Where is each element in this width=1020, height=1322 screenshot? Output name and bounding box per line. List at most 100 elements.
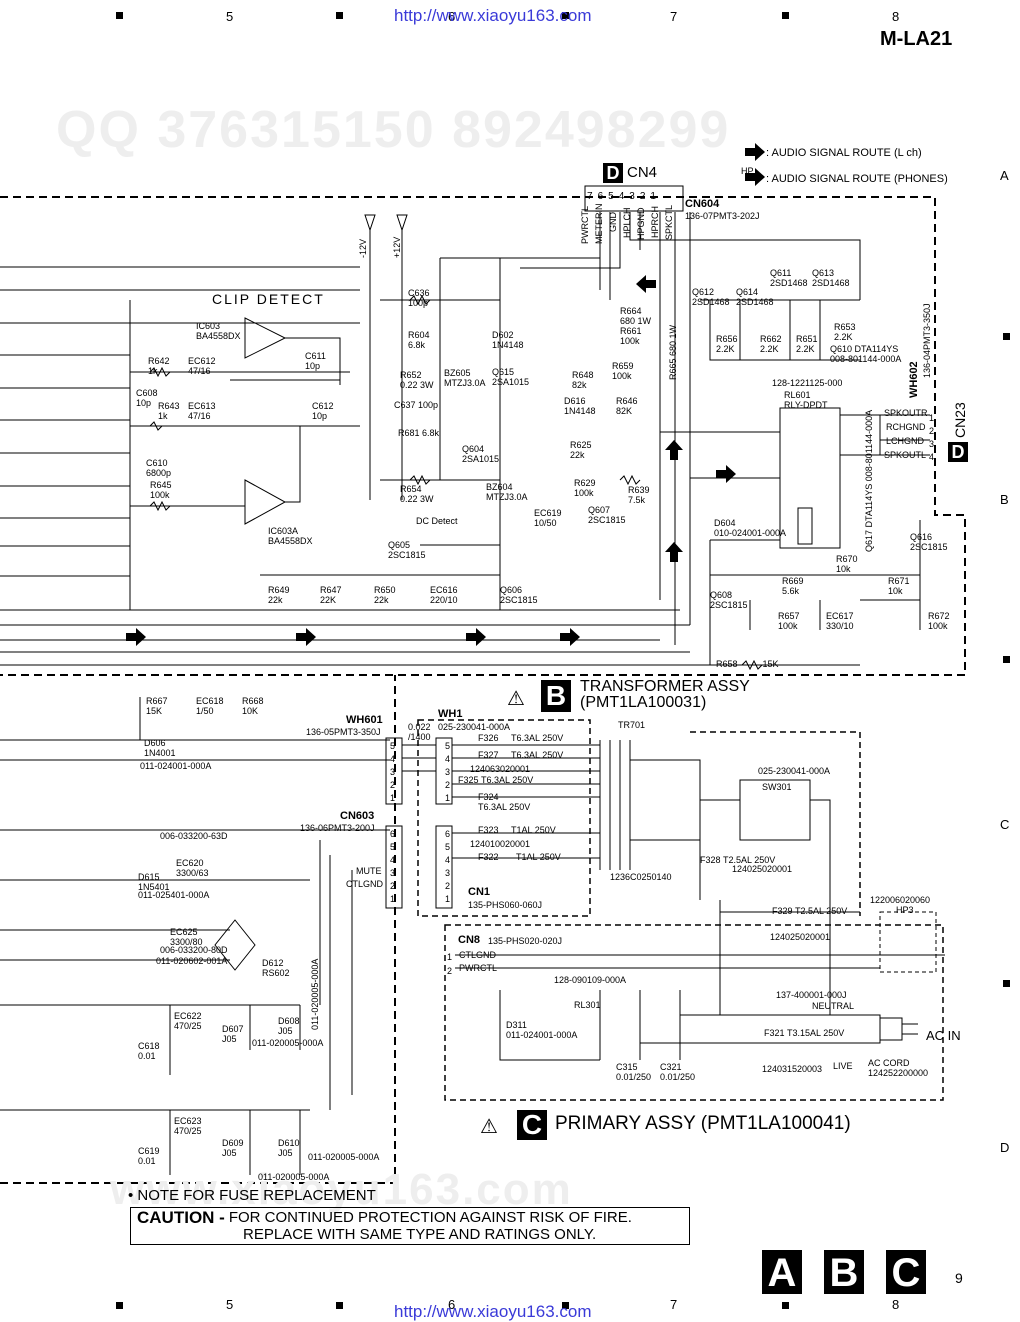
pin-number: 3 (445, 767, 451, 777)
component-label: R658 15K (716, 659, 779, 669)
cn4-label: CN4 (627, 164, 658, 181)
pin-number: 5 (390, 741, 396, 751)
pin-number: 5 (608, 191, 614, 202)
part-number: 128-1221125-000 (772, 378, 843, 388)
signal-name: SPKOUTL (884, 450, 927, 460)
grid-marker (336, 1302, 343, 1309)
grid-marker (562, 1302, 569, 1309)
part-number: 124252200000 (868, 1068, 929, 1078)
pin-number: 2 (929, 426, 935, 436)
watermark-qq: QQ 376315150 892498299 (56, 101, 731, 159)
component-label: 122006020060 (870, 895, 931, 905)
signal-name: SPKOUTR (884, 408, 928, 418)
watermark-url-bottom[interactable]: http://www.xiaoyu163.com (394, 1302, 592, 1321)
watermark-url-top[interactable]: http://www.xiaoyu163.com (394, 6, 592, 25)
grid-marker (562, 12, 569, 19)
signal-name: MUTE (356, 866, 382, 876)
component-label: 128-090109-000A (554, 975, 627, 985)
row-letter: C (1000, 817, 1010, 832)
caution-triangle-icon: ⚠ (480, 1116, 498, 1138)
clip-detect-title: CLIP DETECT (212, 291, 325, 307)
row-letter: A (1000, 168, 1009, 183)
part-number: 006-033200-63D (160, 831, 228, 841)
supply-positive: +12V (392, 236, 402, 258)
part-number: 137-400001-000J (776, 990, 847, 1000)
part-number: 011-025401-000A (138, 890, 210, 900)
component-label: C637 100p (394, 400, 439, 410)
legend-lch: : AUDIO SIGNAL ROUTE (L ch) (766, 147, 922, 159)
page-number: 9 (955, 1270, 963, 1286)
caution-line2: REPLACE WITH SAME TYPE AND RATINGS ONLY. (243, 1226, 597, 1243)
cn1-pins: 6 5 4 3 2 1 (445, 829, 450, 904)
part-number: 011-024001-000A (140, 761, 212, 771)
component-label: Q617 DTA114YS 008-801144-000A (864, 409, 874, 552)
board-letter-c: C (886, 1250, 926, 1295)
part-number: 0.022 /1400 (408, 722, 431, 742)
pin-number: 3 (929, 439, 935, 449)
component-label: F323 T1AL 250V (478, 825, 556, 835)
component-label: HP3 (896, 905, 914, 915)
pin-number: 1 (929, 413, 935, 423)
wh1-label: WH1 (438, 708, 463, 720)
part-number: 124031520003 (762, 1064, 823, 1074)
pin-number: 5 (445, 741, 451, 751)
component-label: R665 680 1W (668, 324, 678, 380)
cn604-part: 136-07PMT3-202J (685, 211, 760, 221)
cn1-part: 135-PHS060-060J (468, 900, 543, 910)
part-number: 011-020005-000A (308, 1152, 380, 1162)
pin-number: 4 (390, 855, 396, 865)
component-label: SW301 (762, 782, 792, 792)
pin-number: 5 (390, 842, 396, 852)
signal-name: PWRCTL (580, 206, 590, 244)
pin-number: 3 (390, 767, 396, 777)
fuse-note: • NOTE FOR FUSE REPLACEMENT (128, 1187, 376, 1204)
board-letter-a: A (762, 1250, 802, 1295)
component-label: F325 T6.3AL 250V (458, 775, 534, 785)
pin-number: 2 (447, 966, 453, 976)
part-number: 124063020001 (470, 764, 531, 774)
grid-marker (116, 1302, 123, 1309)
row-letter: D (1000, 1140, 1010, 1155)
component-label: F322 T1AL 250V (478, 852, 561, 862)
part-number: 011-020005-000A (310, 958, 320, 1030)
